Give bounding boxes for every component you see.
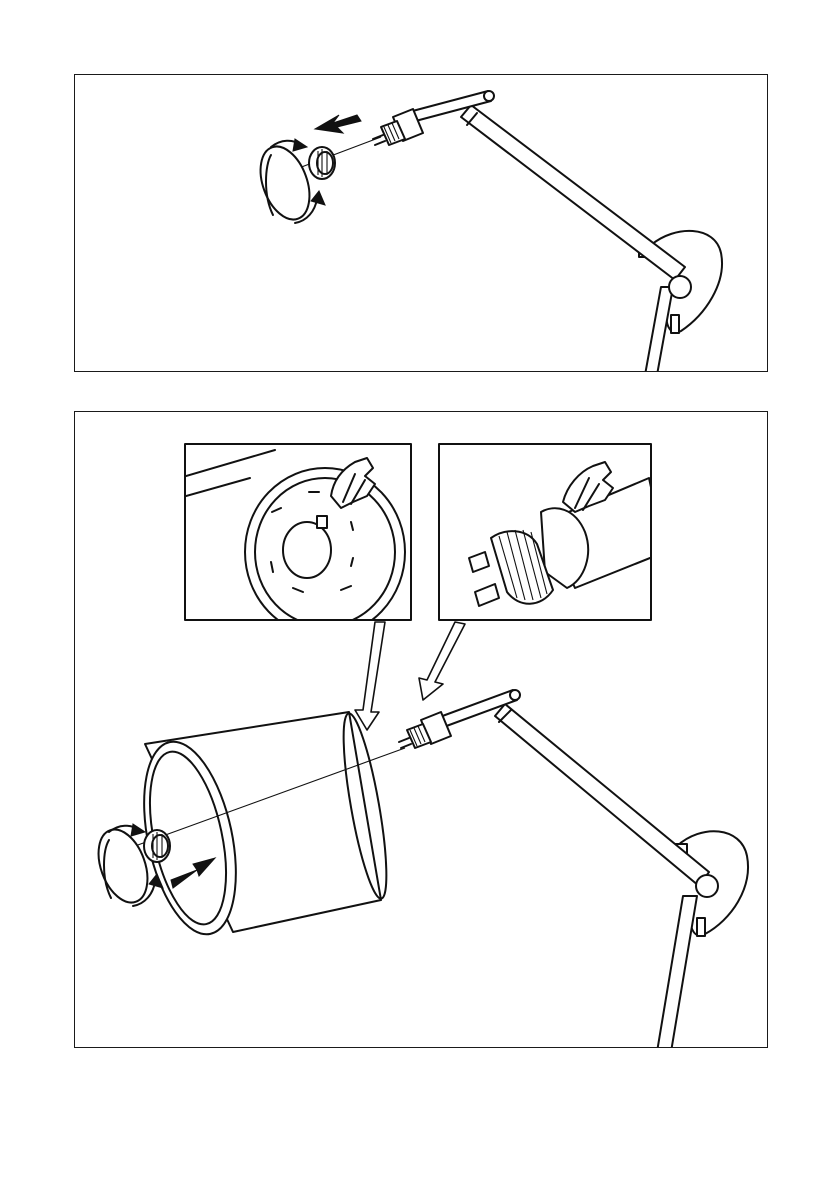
inset-pointer-arrow-1 bbox=[355, 622, 385, 730]
pull-off-arrow bbox=[315, 115, 361, 133]
inset-shade-ring-detail bbox=[185, 444, 411, 636]
socket bbox=[373, 109, 423, 145]
ring-nut bbox=[144, 830, 170, 862]
lamp-arm bbox=[461, 105, 691, 298]
lamp-shade bbox=[129, 711, 396, 943]
mount-shade-illustration bbox=[75, 412, 767, 1047]
step-panel-mount-shade bbox=[74, 411, 768, 1048]
remove-ring-illustration bbox=[75, 75, 767, 371]
socket bbox=[399, 712, 451, 748]
inset-socket-detail bbox=[439, 444, 665, 620]
step-panel-remove-ring bbox=[74, 74, 768, 372]
lamp-arm bbox=[495, 704, 718, 897]
shade-ring bbox=[251, 140, 318, 226]
ring-nut bbox=[309, 147, 335, 179]
inset-pointer-arrow-2 bbox=[419, 622, 465, 700]
